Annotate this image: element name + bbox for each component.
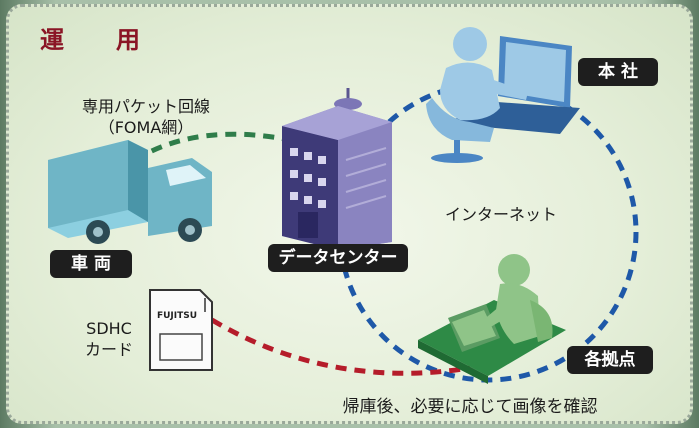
badge-datacenter: データセンター <box>268 244 408 272</box>
badge-sharyo: 車 両 <box>50 250 132 278</box>
sd-card-brand: FUJITSU <box>157 311 197 321</box>
sd-link <box>210 317 471 376</box>
sd-card-icon: FUJITSU <box>149 289 213 371</box>
bottom-caption: 帰庫後、必要に応じて画像を確認 <box>342 397 598 417</box>
sdhc-label: SDHC カード <box>76 318 142 360</box>
page-title: 運 用 <box>40 26 154 54</box>
internet-label: インターネット <box>444 205 557 224</box>
sdhc-text-2: カード <box>84 340 133 359</box>
packet-link <box>133 131 301 163</box>
badge-honsha: 本 社 <box>578 58 658 86</box>
branch-person-icon <box>418 254 566 384</box>
packet-line-text-1: 専用パケット回線 <box>81 97 210 116</box>
sdhc-text-1: SDHC <box>86 319 132 338</box>
packet-line-label: 専用パケット回線 （FOMA網） <box>66 96 226 138</box>
building-icon <box>282 88 392 250</box>
hq-person-icon <box>426 27 580 163</box>
truck-icon <box>48 140 212 244</box>
packet-line-text-2: （FOMA網） <box>98 118 194 137</box>
badge-kakukyoten: 各拠点 <box>567 346 653 374</box>
